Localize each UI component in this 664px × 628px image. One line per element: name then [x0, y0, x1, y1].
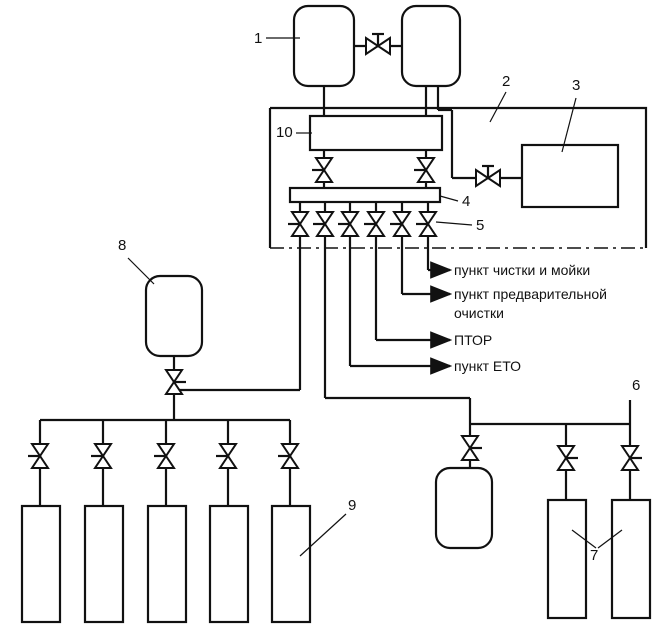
label-4: 4 — [462, 193, 470, 210]
label-6: 6 — [632, 377, 640, 394]
leader-2 — [489, 91, 507, 123]
valve-to-unit-3 — [475, 164, 501, 188]
label-5: 5 — [476, 217, 484, 234]
cylinder-bank-9 — [20, 420, 312, 624]
station-enclosure — [268, 106, 648, 249]
dest-ptor: ПТОР — [454, 332, 492, 348]
valve-10-left — [312, 157, 334, 183]
right-receiver — [434, 424, 494, 550]
dest-precleaning-line1: пункт предварительной — [454, 286, 607, 302]
dest-precleaning-line2: очистки — [454, 305, 504, 321]
dest-eto: пункт ЕТО — [454, 358, 521, 374]
top-receiver-left — [292, 4, 356, 88]
unit-3-box — [520, 143, 620, 209]
label-7: 7 — [590, 547, 598, 564]
valve-10-right — [414, 157, 436, 183]
top-receiver-right — [400, 4, 462, 88]
label-2: 2 — [502, 73, 510, 90]
label-3: 3 — [572, 77, 580, 94]
manifold-4 — [288, 186, 442, 204]
label-1: 1 — [254, 30, 262, 47]
valve-between-receivers — [365, 32, 391, 56]
label-9: 9 — [348, 497, 356, 514]
cylinder-pair-7 — [546, 400, 652, 620]
label-8: 8 — [118, 237, 126, 254]
outlet-valves-5 — [288, 202, 438, 237]
header-10 — [308, 114, 444, 152]
receiver-8 — [144, 274, 204, 358]
label-10: 10 — [276, 124, 293, 141]
leader-3 — [561, 97, 577, 153]
valve-receiver-8 — [164, 369, 186, 395]
dest-cleaning: пункт чистки и мойки — [454, 262, 590, 278]
